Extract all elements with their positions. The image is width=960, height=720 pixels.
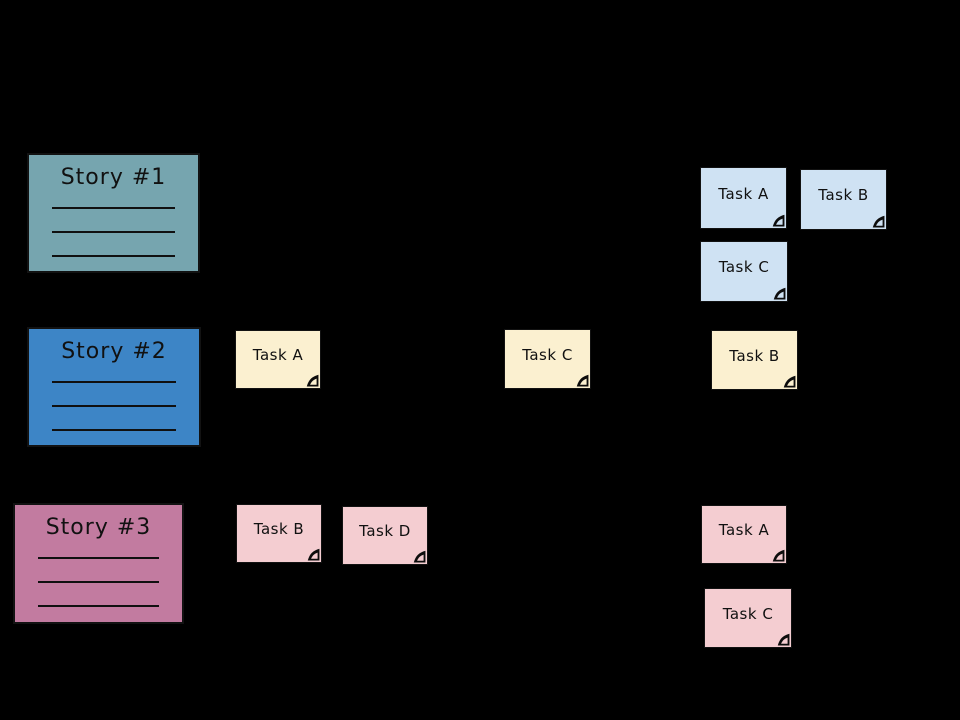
task-note-label: Task A xyxy=(718,521,770,539)
folded-corner-icon xyxy=(773,287,786,300)
folded-corner-icon xyxy=(872,215,885,228)
task-note[interactable]: Task C xyxy=(700,241,788,302)
story-blank-line xyxy=(51,405,177,407)
folded-corner-icon xyxy=(307,548,320,561)
task-note-label: Task B xyxy=(253,520,305,538)
story-blank-line xyxy=(37,557,160,559)
story-blank-line xyxy=(51,381,177,383)
folded-corner-icon xyxy=(413,550,426,563)
story-card-1[interactable]: Story #1 xyxy=(27,153,200,273)
folded-corner-icon xyxy=(772,214,785,227)
task-note[interactable]: Task A xyxy=(701,505,787,564)
folded-corner-icon xyxy=(772,549,785,562)
story-card-2[interactable]: Story #2 xyxy=(27,327,201,447)
story-blank-line xyxy=(51,429,177,431)
story-title: Story #1 xyxy=(60,165,167,190)
task-note[interactable]: Task A xyxy=(700,167,787,229)
task-note-label: Task B xyxy=(818,186,869,204)
story-blank-line xyxy=(51,255,176,257)
story-blank-line xyxy=(51,207,176,209)
task-note-label: Task C xyxy=(718,258,770,276)
task-note-label: Task D xyxy=(359,522,411,540)
story-blank-line xyxy=(51,231,176,233)
task-note[interactable]: Task C xyxy=(504,329,591,389)
folded-corner-icon xyxy=(306,374,319,387)
story-blank-line xyxy=(37,581,160,583)
task-note[interactable]: Task B xyxy=(236,504,322,563)
story-blank-line xyxy=(37,605,160,607)
story-title: Story #3 xyxy=(45,515,152,540)
task-note-label: Task B xyxy=(729,346,780,365)
task-note-label: Task A xyxy=(252,346,304,364)
task-note[interactable]: Task B xyxy=(800,169,887,230)
story-title: Story #2 xyxy=(61,339,167,364)
task-note-label: Task C xyxy=(522,345,573,364)
task-note[interactable]: Task A xyxy=(235,330,321,389)
story-card-3[interactable]: Story #3 xyxy=(13,503,184,624)
folded-corner-icon xyxy=(777,633,790,646)
folded-corner-icon xyxy=(576,374,589,387)
folded-corner-icon xyxy=(783,375,796,388)
task-note[interactable]: Task D xyxy=(342,506,428,565)
task-note[interactable]: Task C xyxy=(704,588,792,648)
task-note-label: Task C xyxy=(722,604,774,623)
task-note[interactable]: Task B xyxy=(711,330,798,390)
task-note-label: Task A xyxy=(718,184,769,203)
